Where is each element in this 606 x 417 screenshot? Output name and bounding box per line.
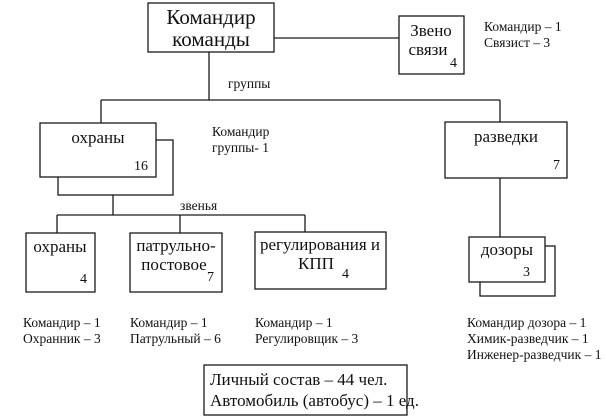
guard-section-count: 4 xyxy=(80,272,87,287)
traffic-section-line1: регулирования и xyxy=(260,235,380,254)
patrol-section-count: 7 xyxy=(207,270,214,285)
traffic-section-staff-2: Регулировщик – 3 xyxy=(255,331,359,346)
recon-group-label: разведки xyxy=(474,127,538,146)
group-commander-line2: группы- 1 xyxy=(212,140,269,155)
patrol-section-staff-1: Командир – 1 xyxy=(130,315,208,330)
comm-link-staff-1: Командир – 1 xyxy=(484,19,562,34)
traffic-section-count: 4 xyxy=(342,267,349,282)
comm-link-box: Звено связи 4 xyxy=(398,15,465,75)
comm-link-count: 4 xyxy=(450,56,457,71)
commander-line1: Командир xyxy=(166,5,255,29)
commander-line2: команды xyxy=(172,27,250,51)
patrol-section-line1: патрульно- xyxy=(136,236,216,255)
patrol-section-staff-2: Патрульный – 6 xyxy=(130,331,221,346)
patrols-staff-3: Инженер-разведчик – 1 xyxy=(467,347,601,362)
guard-section-staff-1: Командир – 1 xyxy=(23,315,101,330)
comm-link-line2: связи xyxy=(409,40,448,59)
sections-label: звенья xyxy=(180,198,217,213)
summary-line2: Автомобиль (автобус) – 1 ед. xyxy=(210,391,419,410)
traffic-section-line2: КПП xyxy=(298,254,334,273)
guard-group-box: охраны 16 xyxy=(39,122,174,196)
groups-label: группы xyxy=(228,76,270,91)
patrols-box: дозоры 3 xyxy=(468,236,556,297)
guard-section-box: охраны 4 xyxy=(25,232,96,293)
patrols-label: дозоры xyxy=(481,240,534,259)
guard-section-label: охраны xyxy=(33,237,87,256)
summary-line1: Личный состав – 44 чел. xyxy=(210,370,387,389)
group-commander-line1: Командир xyxy=(212,124,270,139)
patrol-section-line2: постовое xyxy=(141,255,206,274)
guard-group-count: 16 xyxy=(134,159,148,174)
traffic-section-box: регулирования и КПП 4 xyxy=(254,231,387,290)
patrols-staff-2: Химик-разведчик – 1 xyxy=(467,331,589,346)
summary-box: Личный состав – 44 чел. Автомобиль (авто… xyxy=(203,364,419,416)
guard-group-label: охраны xyxy=(71,128,125,147)
traffic-section-staff-1: Командир – 1 xyxy=(255,315,333,330)
patrols-staff-1: Командир дозора – 1 xyxy=(467,315,586,330)
recon-group-box: разведки 7 xyxy=(444,121,568,179)
comm-link-line1: Звено xyxy=(410,21,452,40)
commander-box: Командир команды xyxy=(147,2,275,53)
patrol-section-box: патрульно- постовое 7 xyxy=(129,232,223,293)
guard-section-staff-2: Охранник – 3 xyxy=(23,331,101,346)
recon-group-count: 7 xyxy=(553,158,560,173)
patrols-count: 3 xyxy=(523,265,530,280)
comm-link-staff-2: Связист – 3 xyxy=(484,35,550,50)
